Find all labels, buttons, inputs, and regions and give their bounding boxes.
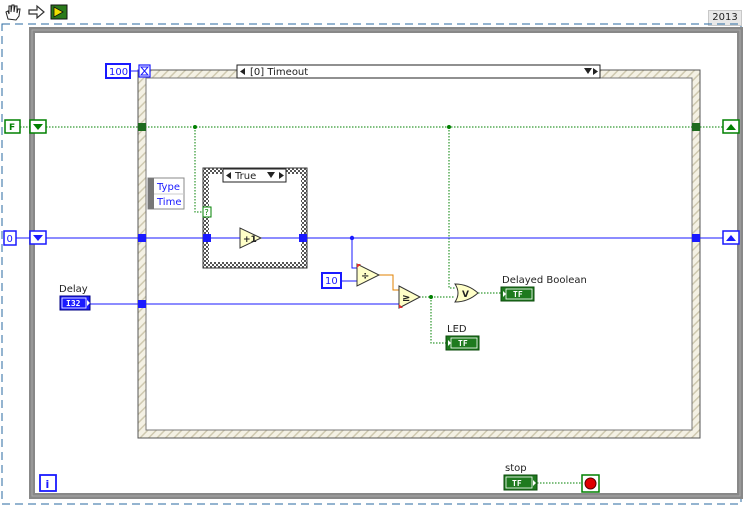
while-loop[interactable]	[29, 27, 743, 499]
or-node[interactable]: V	[454, 283, 479, 303]
num-init-constant[interactable]: 0	[3, 230, 17, 246]
stop-label: stop	[505, 463, 527, 474]
svg-text:V: V	[462, 290, 469, 300]
delayed-boolean-type: TF	[513, 290, 523, 299]
run-highlight-icon[interactable]	[48, 2, 70, 22]
dropdown-arrow-icon[interactable]	[584, 68, 592, 74]
boolean-wires	[46, 126, 723, 484]
event-selector[interactable]: [0] Timeout	[236, 64, 601, 79]
led-type: TF	[458, 339, 468, 348]
toolbar: 2013	[0, 0, 743, 26]
hand-tool-icon[interactable]	[2, 2, 24, 22]
svg-text:≥: ≥	[402, 293, 410, 304]
shift-register-left-num[interactable]	[29, 230, 47, 245]
event-data-time: Time	[156, 197, 181, 208]
delay-type: I32	[66, 299, 81, 308]
num-init-value: 0	[7, 234, 13, 245]
timeout-constant[interactable]: 100	[105, 63, 131, 79]
event-case-label: [0] Timeout	[250, 67, 308, 78]
iteration-terminal: i	[39, 474, 57, 492]
bool-init-value: F	[9, 123, 15, 133]
delayed-boolean-indicator[interactable]: TF	[500, 286, 535, 302]
led-indicator[interactable]: TF	[445, 335, 480, 351]
prev-case-icon[interactable]	[226, 172, 231, 179]
case-structure[interactable]	[202, 167, 308, 269]
delay-control[interactable]: I32	[59, 295, 91, 311]
case-selector[interactable]: True	[222, 168, 287, 183]
shift-register-right-num[interactable]	[722, 230, 740, 245]
case-selector-value: True	[234, 171, 256, 182]
shift-register-left-bool[interactable]	[29, 119, 47, 134]
svg-text:÷: ÷	[361, 271, 369, 282]
led-label: LED	[447, 324, 467, 335]
stop-control[interactable]: TF	[503, 474, 538, 491]
delay-label: Delay	[59, 284, 88, 295]
hourglass-icon	[138, 64, 151, 78]
ten-value: 10	[325, 276, 338, 287]
case-selector-terminal: ?	[202, 206, 212, 218]
event-data-node[interactable]: Type Time	[147, 177, 185, 210]
svg-text:+1: +1	[243, 235, 257, 245]
stop-type: TF	[512, 479, 522, 488]
greater-equal-node[interactable]: ≥	[398, 285, 422, 309]
event-data-type: Type	[156, 182, 180, 193]
delayed-boolean-label: Delayed Boolean	[502, 275, 587, 286]
bool-init-constant[interactable]: F	[4, 119, 21, 134]
divide-node[interactable]: ÷	[356, 263, 381, 287]
tunnels	[138, 123, 700, 308]
next-case-icon[interactable]	[279, 172, 284, 179]
ten-constant[interactable]: 10	[321, 272, 342, 289]
step-arrow-icon[interactable]	[26, 2, 48, 22]
version-label: 2013	[708, 10, 742, 26]
svg-text:?: ?	[205, 208, 209, 217]
iteration-label: i	[46, 478, 50, 491]
timeout-value: 100	[109, 67, 128, 78]
prev-event-icon[interactable]	[240, 68, 245, 75]
loop-condition-icon[interactable]	[581, 474, 600, 493]
case-dropdown-icon[interactable]	[267, 172, 275, 178]
next-event-icon[interactable]	[593, 68, 598, 75]
shift-register-right-bool[interactable]	[722, 119, 740, 134]
